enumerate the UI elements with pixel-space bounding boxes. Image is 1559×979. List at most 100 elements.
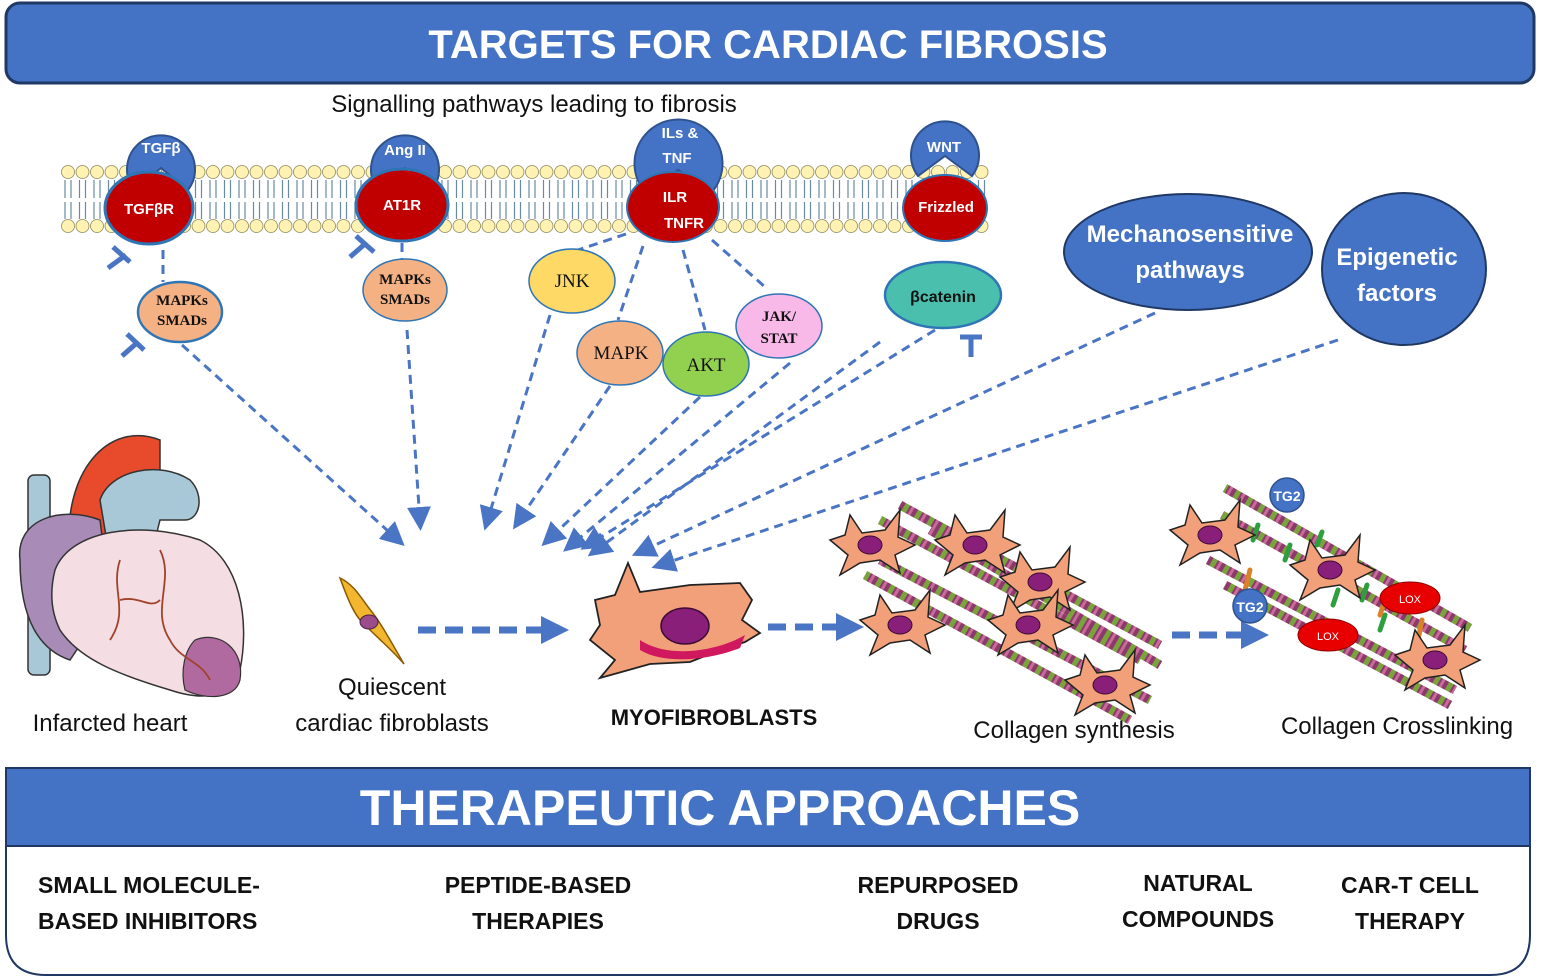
effector-shape <box>528 248 616 314</box>
lipid-head <box>510 165 525 179</box>
pathway-label: factors <box>1357 280 1437 307</box>
lipid-head <box>452 165 467 179</box>
lipid-tail <box>774 180 783 219</box>
myofibroblast-cell <box>1168 497 1257 567</box>
myofibroblast-cells <box>1168 497 1482 692</box>
lipid-head <box>322 219 336 233</box>
lipid-head <box>829 219 844 233</box>
lipid-tail <box>528 180 536 219</box>
lipid-tail <box>818 180 826 219</box>
lipid-head <box>525 219 539 233</box>
lox-enzyme: LOX <box>1297 618 1359 652</box>
pathway-bubble <box>1321 192 1487 346</box>
therapy-repurposed: REPURPOSED DRUGS <box>857 872 1018 934</box>
lipid-tail <box>847 180 855 219</box>
effector-shape <box>576 320 664 386</box>
lipid-head <box>235 219 249 233</box>
lipid-head <box>728 165 742 179</box>
arrow <box>580 328 936 550</box>
effector-label: JNK <box>555 271 590 292</box>
lipid-head <box>307 219 322 233</box>
lipid-head <box>481 165 496 179</box>
receptor-ilr-tnfr-shape <box>626 171 720 243</box>
effector-label: AKT <box>686 355 725 376</box>
lipid-head <box>829 165 844 179</box>
myofibroblast-cell <box>828 507 917 577</box>
lipid-head <box>786 165 800 179</box>
lipid-head <box>336 165 351 179</box>
lipid-head <box>844 165 858 179</box>
lipid-tail <box>339 180 348 219</box>
lipid-head <box>322 165 336 179</box>
lipid-head <box>496 219 510 233</box>
lipid-tail <box>470 180 478 219</box>
infarct-zone <box>182 636 242 698</box>
effector-shape <box>662 331 750 397</box>
effector-mapks-smads-1: MAPKs SMADs <box>136 250 224 344</box>
therapy-label: NATURAL <box>1143 870 1252 896</box>
lipid-head <box>75 219 90 233</box>
lipid-head <box>612 219 626 233</box>
inhibitor-mapks-smads <box>120 332 146 358</box>
effector-label: SMADs <box>380 292 430 308</box>
lox-label: LOX <box>1317 631 1340 643</box>
myofibroblast-cell <box>1393 622 1482 692</box>
therapy-label: BASED INHIBITORS <box>38 908 257 934</box>
myofibroblast-cell <box>998 544 1087 614</box>
lipid-head <box>583 165 597 179</box>
section-subtitle: Signalling pathways leading to fibrosis <box>331 91 737 118</box>
lipid-head <box>206 165 220 179</box>
therapy-peptide: PEPTIDE-BASED THERAPIES <box>445 872 632 934</box>
lipid-head <box>858 219 873 233</box>
lipid-head <box>206 219 220 233</box>
therapy-label: THERAPIES <box>472 908 604 934</box>
effector-mapks-smads-2: MAPKs SMADs <box>362 243 448 322</box>
myofibroblast-cell <box>1288 532 1377 602</box>
lipid-head <box>61 219 75 233</box>
lipid-head <box>786 219 800 233</box>
lipid-head <box>539 219 554 233</box>
lipid-head <box>757 219 771 233</box>
lipid-head <box>264 165 278 179</box>
lipid-tail <box>557 180 565 219</box>
therapy-car-t: CAR-T CELL THERAPY <box>1341 872 1479 934</box>
effector-jnk: JNK <box>528 248 616 314</box>
lipid-head <box>90 219 104 233</box>
lipid-tail <box>615 180 623 219</box>
myofibroblast-cell <box>933 507 1022 577</box>
myofibroblast-illustration <box>588 560 762 680</box>
effector-label: SMADs <box>157 313 207 329</box>
lipid-tail <box>93 180 101 219</box>
arrow <box>512 385 612 530</box>
effector-shape <box>735 293 823 359</box>
inhibitor-at1r <box>348 234 376 259</box>
lipid-tail <box>760 180 768 219</box>
arrow <box>479 314 552 531</box>
lipid-tail <box>310 180 319 219</box>
pathway-label: pathways <box>1135 257 1244 284</box>
receptor-label: TGFβR <box>124 201 174 218</box>
therapy-label: REPURPOSED <box>857 872 1018 898</box>
coronary-vessels <box>109 549 211 681</box>
receptor-at1r-shape <box>354 167 450 243</box>
lipid-head <box>278 219 293 233</box>
ligand-wnt-shape <box>910 120 980 178</box>
lipid-head <box>467 219 481 233</box>
receptor-label: ILR <box>663 189 687 206</box>
lipid-head <box>336 219 351 233</box>
tg2-label: TG2 <box>1236 599 1263 615</box>
lipid-head <box>873 219 887 233</box>
lipid-head <box>481 219 496 233</box>
tg2-enzyme: TG2 <box>1232 588 1268 624</box>
lipid-tail <box>455 180 464 219</box>
lipid-tail <box>832 180 841 219</box>
effector-beta-catenin: βcatenin <box>883 260 1003 330</box>
lipid-head <box>278 165 293 179</box>
lipid-head <box>249 219 264 233</box>
lipid-head <box>554 165 568 179</box>
pathway-bubble <box>1063 193 1313 311</box>
top-banner-background <box>4 1 1536 85</box>
lipid-tail <box>499 180 507 219</box>
ligand-label: WNT <box>927 139 961 156</box>
